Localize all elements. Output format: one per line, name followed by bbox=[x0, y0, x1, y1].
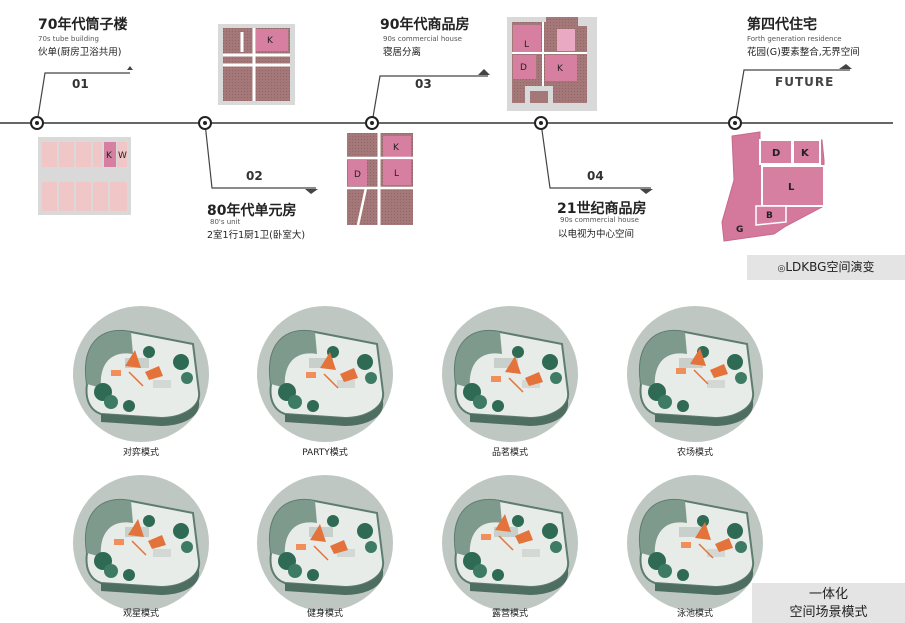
timeline-node-04 bbox=[534, 116, 548, 130]
era-num-future: FUTURE bbox=[775, 75, 835, 89]
arrow-04-icon bbox=[640, 189, 653, 194]
floor-plan-90s bbox=[347, 133, 413, 226]
connector-02 bbox=[204, 122, 316, 189]
timeline-graphic: K W K K D L L D K D K L B G bbox=[0, 17, 893, 242]
timeline-node-01 bbox=[30, 116, 44, 130]
era-desc-03: 寝居分离 bbox=[383, 47, 422, 58]
mode-label-3: 品茗模式 bbox=[491, 448, 528, 458]
modes-caption-line2: 空间场景模式 bbox=[789, 605, 868, 620]
mode-label-7: 露营模式 bbox=[491, 609, 528, 619]
timeline-node-03 bbox=[365, 116, 379, 130]
era-en-future: Forth generation residence bbox=[747, 35, 842, 43]
timeline-node-02 bbox=[198, 116, 212, 130]
era-desc-04: 以电视为中心空间 bbox=[558, 229, 635, 240]
mode-scene-3 bbox=[441, 305, 579, 443]
era-desc-future: 花园(G)要素整合,无界空间 bbox=[747, 47, 860, 58]
plan-letter-d: D bbox=[520, 63, 527, 73]
floor-plan-future bbox=[721, 131, 825, 242]
floor-plan-70s bbox=[38, 137, 131, 215]
era-en-04: 90s commercial house bbox=[560, 216, 639, 224]
mode-scene-6 bbox=[256, 474, 394, 612]
plan-letter-k: K bbox=[267, 36, 274, 46]
connector-future bbox=[734, 69, 850, 124]
plan-letter-g: G bbox=[736, 225, 743, 235]
plan-letter-b: B bbox=[766, 211, 773, 221]
mode-scene-5 bbox=[72, 474, 210, 612]
connector-01 bbox=[36, 72, 130, 124]
era-desc-01: 伙单(厨房卫浴共用) bbox=[38, 47, 122, 58]
era-en-03: 90s commercial house bbox=[383, 35, 462, 43]
plan-letter-k: K bbox=[557, 64, 564, 74]
caption-text: LDKBG空间演变 bbox=[785, 260, 875, 274]
mode-scene-1 bbox=[72, 305, 210, 443]
era-en-02: 80's unit bbox=[210, 218, 241, 226]
mode-label-8: 泳池模式 bbox=[676, 609, 713, 619]
era-num-01: 01 bbox=[72, 77, 89, 91]
era-en-01: 70s tube building bbox=[38, 35, 99, 43]
mode-scene-8 bbox=[626, 474, 764, 612]
arrow-03-icon bbox=[478, 69, 490, 75]
arrow-future-icon bbox=[839, 64, 852, 69]
plan-letter-l: L bbox=[394, 169, 399, 179]
caption-mark-icon: ◎ bbox=[777, 264, 786, 274]
era-num-02: 02 bbox=[246, 169, 263, 183]
arrow-01-icon bbox=[127, 66, 133, 70]
mode-scene-7 bbox=[441, 474, 579, 612]
plan-letter-k: K bbox=[393, 143, 400, 153]
era-title-future: 第四代住宅 bbox=[747, 17, 817, 33]
plan-letter-w: W bbox=[118, 151, 127, 161]
era-title-01: 70年代筒子楼 bbox=[38, 17, 128, 33]
ldkbg-caption: ◎LDKBG空间演变 bbox=[747, 255, 905, 280]
modes-caption: 一体化 空间场景模式 bbox=[752, 583, 905, 623]
mode-label-6: 健身模式 bbox=[306, 609, 343, 619]
mode-label-5: 观星模式 bbox=[122, 609, 159, 619]
modes-caption-line1: 一体化 bbox=[808, 587, 848, 602]
mode-label-2: PARTY模式 bbox=[302, 448, 348, 458]
plan-letter-d: D bbox=[354, 170, 361, 180]
arrow-02-icon bbox=[305, 189, 318, 194]
timeline-node-future bbox=[728, 116, 742, 130]
era-num-04: 04 bbox=[587, 169, 604, 183]
mode-scene-4 bbox=[626, 305, 764, 443]
mode-label-4: 农场模式 bbox=[676, 448, 713, 458]
era-title-04: 21世纪商品房 bbox=[557, 201, 647, 217]
era-num-03: 03 bbox=[415, 77, 432, 91]
mode-label-1: 对弈模式 bbox=[122, 448, 159, 458]
plan-letter-l: L bbox=[524, 40, 529, 50]
connector-03 bbox=[371, 75, 488, 124]
floor-plan-80s bbox=[218, 24, 295, 105]
connector-04 bbox=[540, 122, 651, 189]
plan-letter-k: K bbox=[801, 148, 810, 159]
mode-scene-2 bbox=[256, 305, 394, 443]
plan-letter-l: L bbox=[788, 182, 795, 193]
era-title-03: 90年代商品房 bbox=[380, 17, 470, 33]
era-desc-02: 2室1行1厨1卫(卧室大) bbox=[207, 230, 306, 241]
floor-plan-21c bbox=[507, 17, 597, 111]
era-title-02: 80年代单元房 bbox=[207, 203, 297, 219]
plan-letter-k: K bbox=[106, 151, 113, 161]
plan-letter-d: D bbox=[772, 148, 780, 159]
